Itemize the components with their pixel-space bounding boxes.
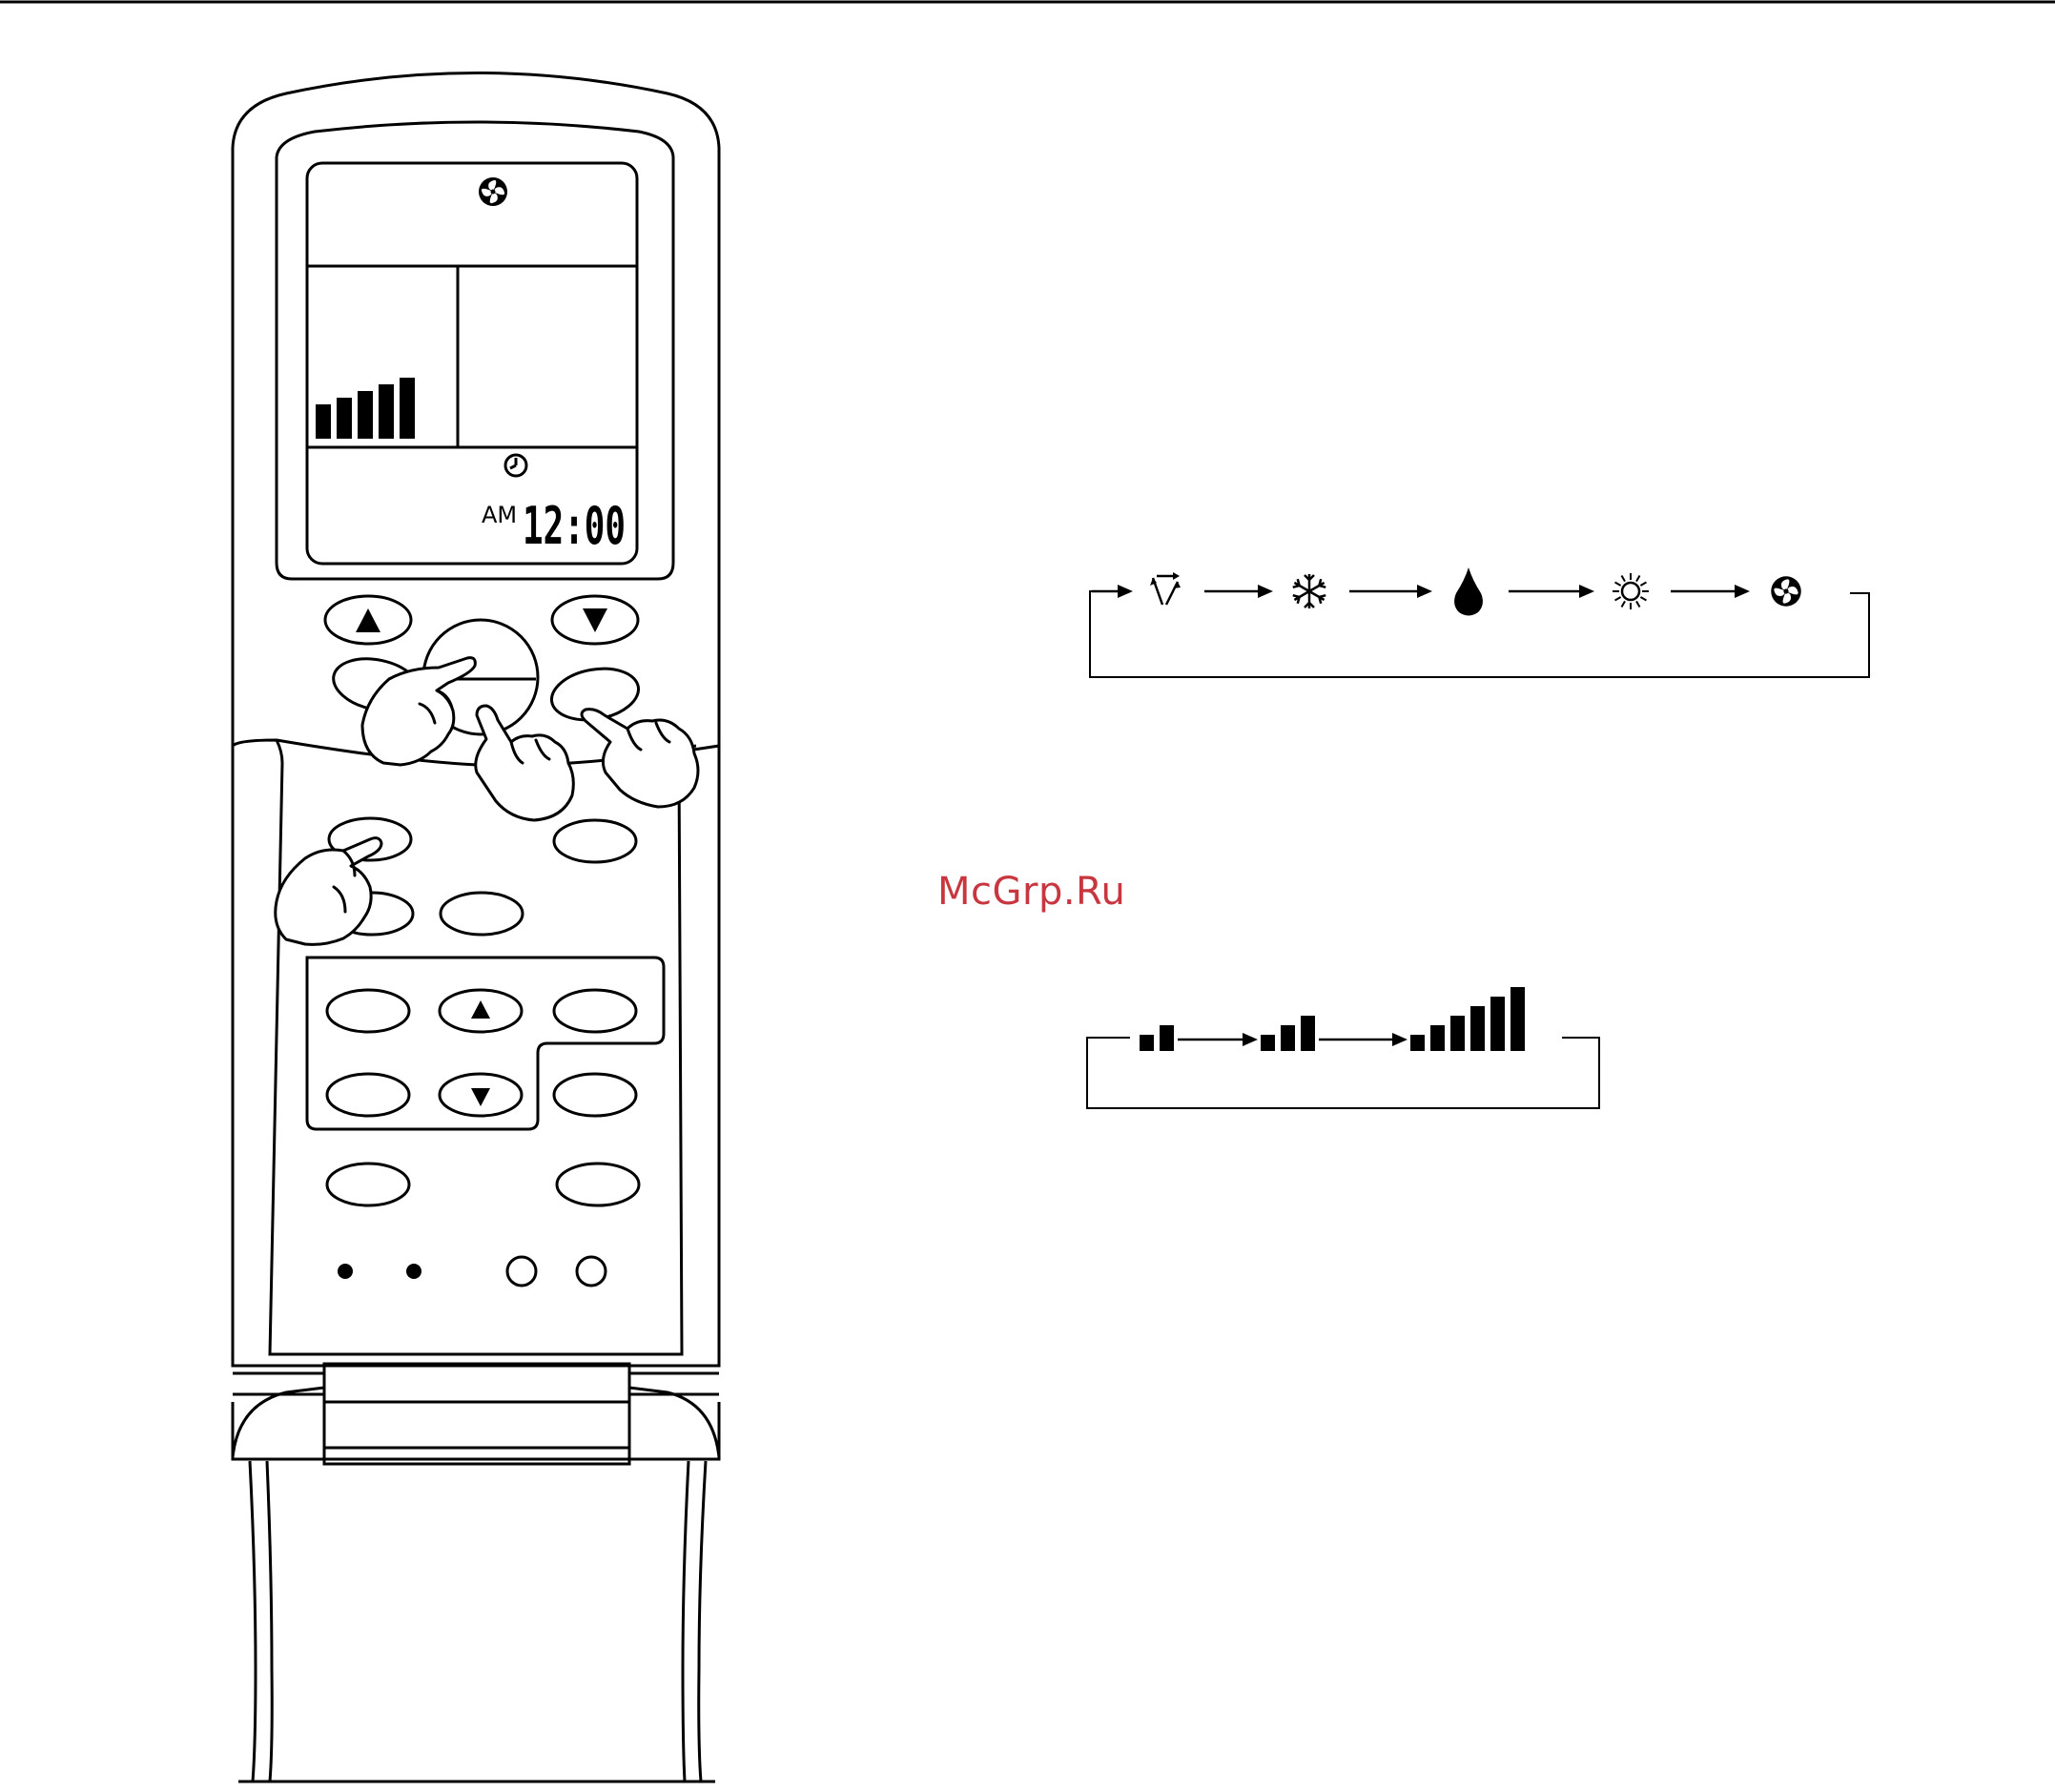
drop-icon bbox=[1454, 567, 1483, 616]
cancel-button[interactable] bbox=[554, 1074, 636, 1116]
sun-icon bbox=[1613, 573, 1649, 609]
up-triangle-icon bbox=[471, 1000, 490, 1019]
mode-cycle-diagram bbox=[1090, 567, 1869, 677]
up-triangle-icon bbox=[356, 608, 380, 632]
arrow-head-icon bbox=[1392, 1033, 1408, 1046]
fan-speed-bars bbox=[316, 378, 415, 439]
timer-on-button[interactable] bbox=[327, 990, 409, 1032]
arrow-head-icon bbox=[1243, 1033, 1258, 1046]
fan-speed-bar bbox=[1410, 1035, 1425, 1051]
hand-pointer-icon bbox=[582, 710, 698, 807]
fan-speed-bar bbox=[316, 404, 331, 439]
reset-hole[interactable] bbox=[507, 1257, 536, 1286]
hand-pointer-icon bbox=[476, 706, 574, 820]
arrow-head-icon bbox=[1579, 585, 1594, 598]
arrow-head-icon bbox=[1735, 585, 1750, 598]
hand-pointer-icon bbox=[276, 838, 381, 945]
fan-speed-bar bbox=[1490, 997, 1505, 1051]
lcd-am-label: AM bbox=[482, 502, 517, 528]
watermark: McGrp.Ru bbox=[937, 870, 1125, 914]
lcd-time: 12:00 bbox=[523, 496, 626, 556]
battery-cover bbox=[233, 1364, 719, 1782]
fan-speed-bar bbox=[1140, 1035, 1154, 1051]
fan-icon bbox=[1771, 576, 1801, 607]
fan-speed-bar bbox=[358, 391, 373, 439]
fan-speed-bar bbox=[379, 384, 394, 439]
auto-icon bbox=[1150, 572, 1181, 605]
clock-icon bbox=[505, 455, 526, 476]
fan-speed-bar bbox=[1510, 987, 1525, 1051]
fan-speed-bar bbox=[1261, 1035, 1275, 1051]
indicator-dot bbox=[406, 1264, 421, 1279]
arrow-head-icon bbox=[1258, 585, 1273, 598]
fan-speed-bar bbox=[400, 378, 415, 439]
fan-speed-bar bbox=[1281, 1025, 1295, 1051]
lock-hole[interactable] bbox=[577, 1257, 606, 1286]
down-triangle-icon bbox=[583, 608, 607, 632]
fan-speed-cycle-diagram bbox=[1087, 987, 1599, 1108]
indicator-dot bbox=[338, 1264, 353, 1279]
swing-button[interactable] bbox=[554, 820, 636, 862]
snowflake-icon bbox=[1292, 574, 1326, 608]
light-button[interactable] bbox=[441, 893, 523, 935]
timer-panel bbox=[307, 958, 664, 1129]
ifeel-button[interactable] bbox=[327, 1164, 409, 1205]
arrow-head-icon bbox=[1417, 585, 1432, 598]
fan-speed-bar bbox=[1450, 1016, 1465, 1051]
hand-pointer-icon bbox=[362, 658, 475, 765]
fan-speed-bar bbox=[1470, 1006, 1485, 1051]
timer-off-button[interactable] bbox=[554, 990, 636, 1032]
fan-speed-bar bbox=[1430, 1025, 1445, 1051]
health-button[interactable] bbox=[557, 1164, 639, 1205]
down-triangle-icon bbox=[471, 1088, 490, 1106]
fan-icon bbox=[479, 177, 507, 206]
fan-speed-bar bbox=[1160, 1025, 1174, 1051]
fan-speed-bar bbox=[1301, 1016, 1315, 1051]
fan-speed-bar bbox=[337, 398, 352, 439]
arrow-head-icon bbox=[1118, 585, 1133, 598]
clock-button[interactable] bbox=[327, 1074, 409, 1116]
